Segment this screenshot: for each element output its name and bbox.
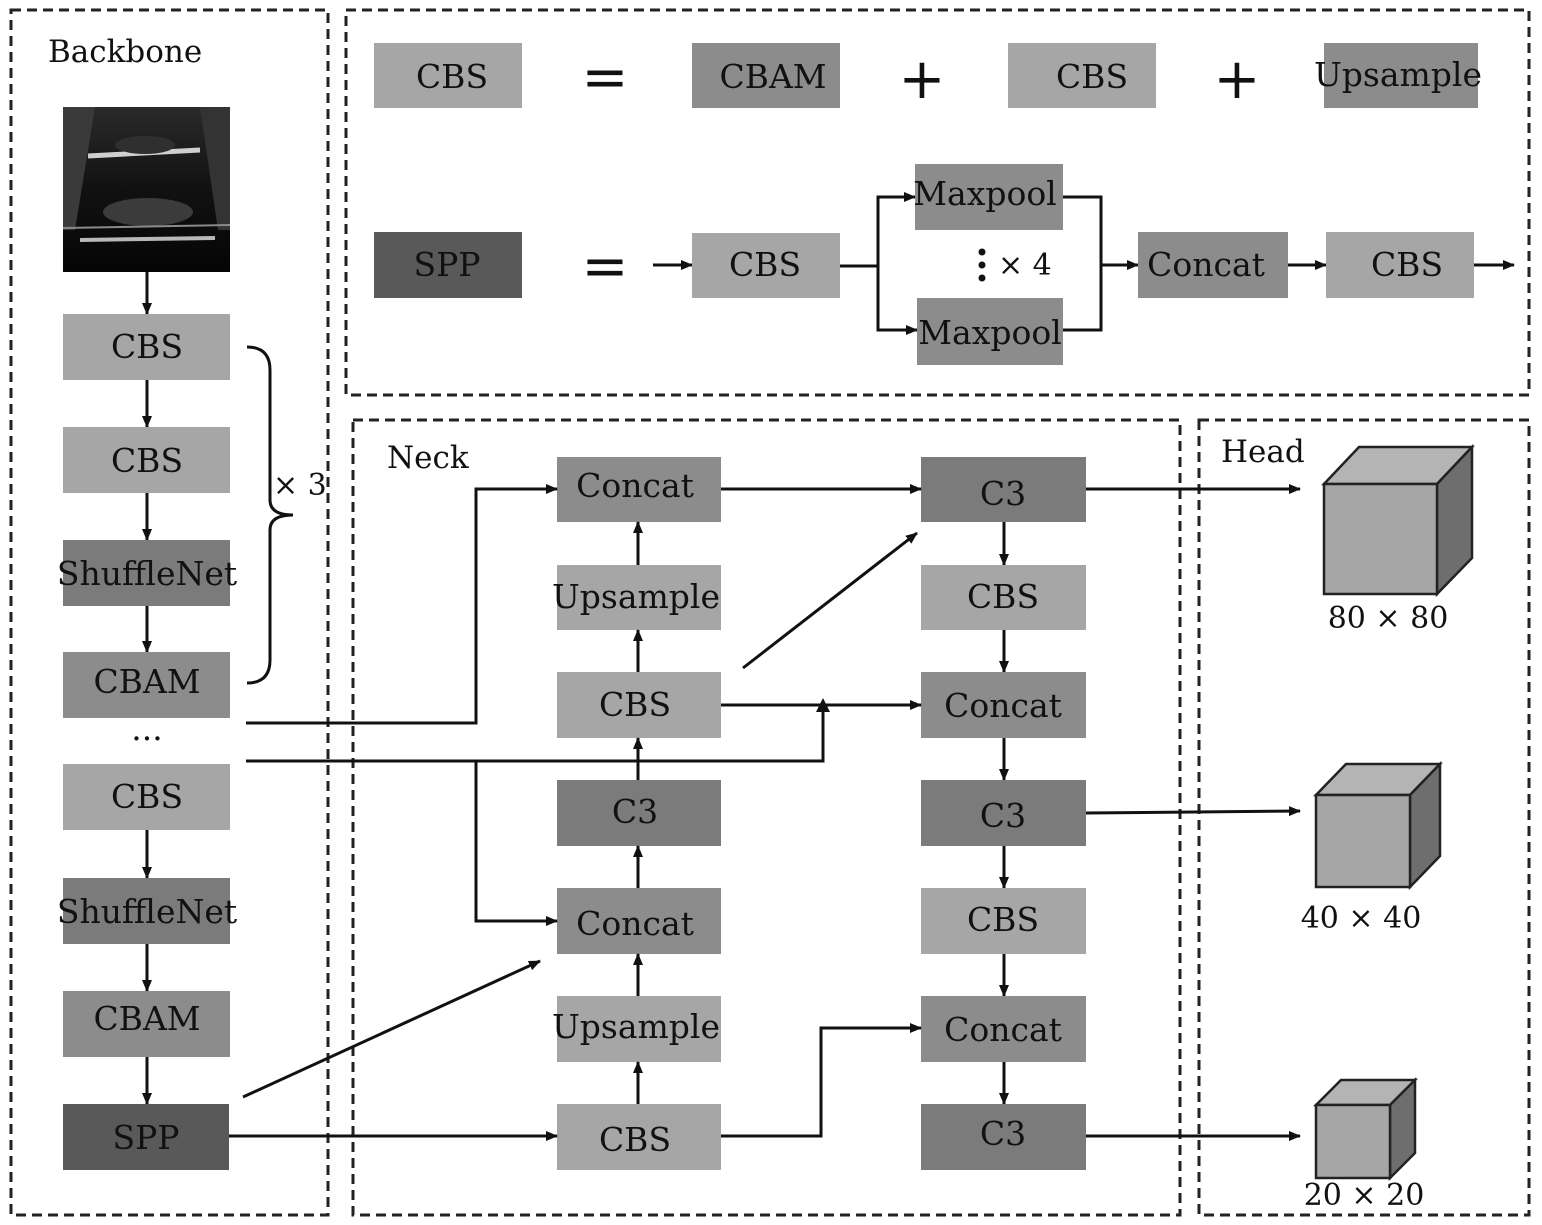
neck-title: Neck <box>387 440 469 476</box>
neck-cbs-1 <box>557 672 721 738</box>
backbone-spp <box>63 1104 229 1170</box>
neck-cbs-4 <box>921 888 1086 954</box>
neck-cbs-2 <box>557 1104 721 1170</box>
neck-c3-2-label: C3 <box>980 474 1026 513</box>
legend-cbs-label: CBS <box>416 57 488 96</box>
repeat-brace <box>246 345 294 685</box>
legend-spp-block <box>374 232 522 298</box>
repeat-x3-label: × 3 <box>273 468 327 503</box>
spp-final-cbs-label: CBS <box>1371 245 1443 284</box>
backbone-cbs-2 <box>63 427 230 493</box>
backbone-cbs-1-label: CBS <box>111 327 183 366</box>
backbone-cbam-2-label: CBAM <box>93 999 200 1038</box>
neck-cbs-2-label: CBS <box>599 1120 671 1159</box>
equals-sign: = <box>582 234 629 299</box>
neck-concat-3-label: Concat <box>944 686 1062 725</box>
neck-cbs-1-label: CBS <box>599 685 671 724</box>
neck-concat-4-label: Concat <box>944 1010 1062 1049</box>
spp-definition: SPP = CBS Maxpool Maxpool × 4 Concat CBS <box>374 164 1515 365</box>
legend-upsample-label: Upsample <box>1314 55 1482 94</box>
legend-cbam-label: CBAM <box>719 57 826 96</box>
head-frame <box>1197 418 1531 1217</box>
maxpool-top-label: Maxpool <box>913 174 1057 213</box>
neck-upsample-1 <box>557 565 721 630</box>
neck-concat-4 <box>921 996 1086 1062</box>
neck-cbs-3-label: CBS <box>967 577 1039 616</box>
maxpool-bottom-block <box>917 298 1063 365</box>
neck-upsample-2-label: Upsample <box>552 1007 720 1046</box>
neck-concat-1-label: Concat <box>576 466 694 505</box>
connection-wires <box>229 484 1301 1141</box>
backbone-column: CBS CBS ShuffleNet CBAM ··· CBS ShuffleN… <box>57 272 327 1170</box>
maxpool-top-block <box>915 164 1063 230</box>
neck-concat-3 <box>921 672 1086 738</box>
backbone-cbam-2 <box>63 991 230 1057</box>
neck-c3-3-label: C3 <box>980 796 1026 835</box>
neck-upsample-1-label: Upsample <box>552 577 720 616</box>
repeat-x4-label: × 4 <box>998 248 1052 283</box>
legend-cbs-block <box>374 43 522 108</box>
input-image <box>62 107 231 272</box>
head-output-20: 20 × 20 <box>1304 1076 1425 1213</box>
backbone-spp-label: SPP <box>112 1118 179 1157</box>
neck-right-column: C3 CBS Concat C3 CBS Concat C3 <box>921 457 1086 1170</box>
neck-concat-1 <box>557 457 721 522</box>
neck-c3-4 <box>921 1104 1086 1170</box>
head-output-80: 80 × 80 <box>1321 443 1475 636</box>
backbone-frame <box>9 8 330 1217</box>
neck-concat-2-label: Concat <box>576 904 694 943</box>
backbone-cbs-2-label: CBS <box>111 441 183 480</box>
plus-sign: + <box>899 47 946 112</box>
maxpool-bottom-label: Maxpool <box>918 313 1062 352</box>
neck-c3-4-label: C3 <box>980 1114 1026 1153</box>
legend-upsample-block <box>1324 43 1478 108</box>
backbone-cbs-3-label: CBS <box>111 777 183 816</box>
cbs-definition: CBS = CBAM + CBS + Upsample <box>374 43 1482 112</box>
legend-spp-label: SPP <box>413 245 480 284</box>
head-80-label: 80 × 80 <box>1328 601 1449 636</box>
equals-sign: = <box>582 45 629 110</box>
spp-concat-block <box>1138 232 1288 298</box>
backbone-shufflenet-1-label: ShuffleNet <box>57 554 237 593</box>
spp-concat-label: Concat <box>1147 245 1265 284</box>
backbone-cbs-1 <box>63 314 230 380</box>
backbone-cbam-1 <box>63 652 230 718</box>
legend-cbs-term-label: CBS <box>1056 57 1128 96</box>
backbone-shufflenet-2 <box>63 878 230 944</box>
head-20-label: 20 × 20 <box>1304 1178 1425 1213</box>
neck-c3-2 <box>921 457 1086 522</box>
head-title: Head <box>1221 434 1305 470</box>
neck-concat-2 <box>557 888 721 954</box>
neck-frame <box>351 418 1182 1217</box>
vertical-ellipsis-icon <box>978 248 986 282</box>
neck-cbs-4-label: CBS <box>967 900 1039 939</box>
legend-cbam-block <box>692 43 840 108</box>
neck-upsample-2 <box>557 996 721 1062</box>
head-output-40: 40 × 40 <box>1301 760 1443 936</box>
plus-sign: + <box>1214 47 1261 112</box>
head-40-label: 40 × 40 <box>1301 901 1422 936</box>
neck-c3-1 <box>557 780 721 846</box>
backbone-ellipsis: ··· <box>131 719 162 758</box>
neck-c3-1-label: C3 <box>612 792 658 831</box>
neck-left-column: Concat Upsample CBS C3 Concat Upsample C… <box>552 457 721 1170</box>
spp-cbs-block <box>692 233 840 298</box>
neck-c3-3 <box>921 780 1086 846</box>
spp-cbs-label: CBS <box>729 245 801 284</box>
legend-cbs-term-block <box>1008 43 1156 108</box>
backbone-cbs-3 <box>63 764 230 830</box>
neck-cbs-3 <box>921 565 1086 630</box>
backbone-shufflenet-1 <box>63 540 230 606</box>
backbone-cbam-1-label: CBAM <box>93 662 200 701</box>
backbone-title: Backbone <box>48 34 202 70</box>
spp-final-cbs-block <box>1326 232 1474 298</box>
backbone-shufflenet-2-label: ShuffleNet <box>57 892 237 931</box>
